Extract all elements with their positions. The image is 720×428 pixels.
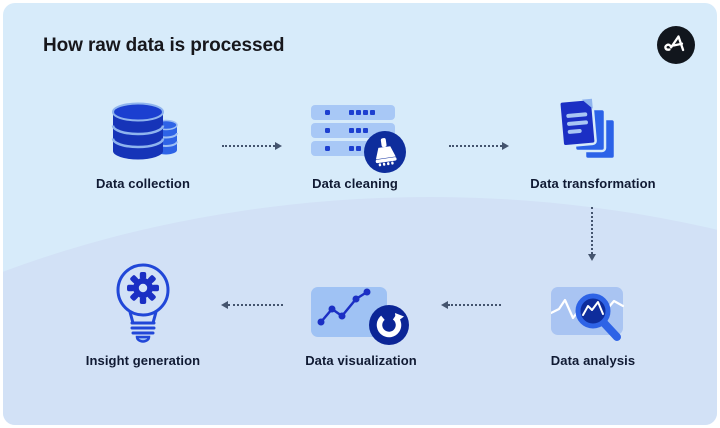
line-chart-refresh-icon [311,287,409,345]
refresh-arrowhead [395,313,404,323]
step-label: Data collection [96,176,190,191]
infographic-canvas: How raw data is processed Data collectio… [3,3,717,425]
brand-logo [657,26,695,64]
stylized-a-icon [664,35,685,52]
documents-stack-icon [558,97,617,161]
server-broom-icon [311,105,406,173]
step-label: Data visualization [305,353,417,368]
step-label: Data cleaning [312,176,398,191]
step-label: Insight generation [85,353,201,368]
arrow-analysis-to-visualization [441,300,501,310]
arrow-visualization-to-insight [221,300,283,310]
arrow-cleaning-to-transformation [449,141,509,151]
arrow-transformation-to-analysis [587,207,597,261]
gear-glyph [127,272,159,304]
broom-glyph [375,138,397,167]
step-label: Data transformation [530,176,656,191]
page-title: How raw data is processed [43,35,285,56]
badge-circle [369,305,409,345]
magnifier-chart-icon [551,287,625,341]
step-label: Data analysis [550,353,636,368]
database-icon [111,102,178,160]
lightbulb-gear-icon [116,263,170,343]
arrow-collection-to-cleaning [222,141,282,151]
